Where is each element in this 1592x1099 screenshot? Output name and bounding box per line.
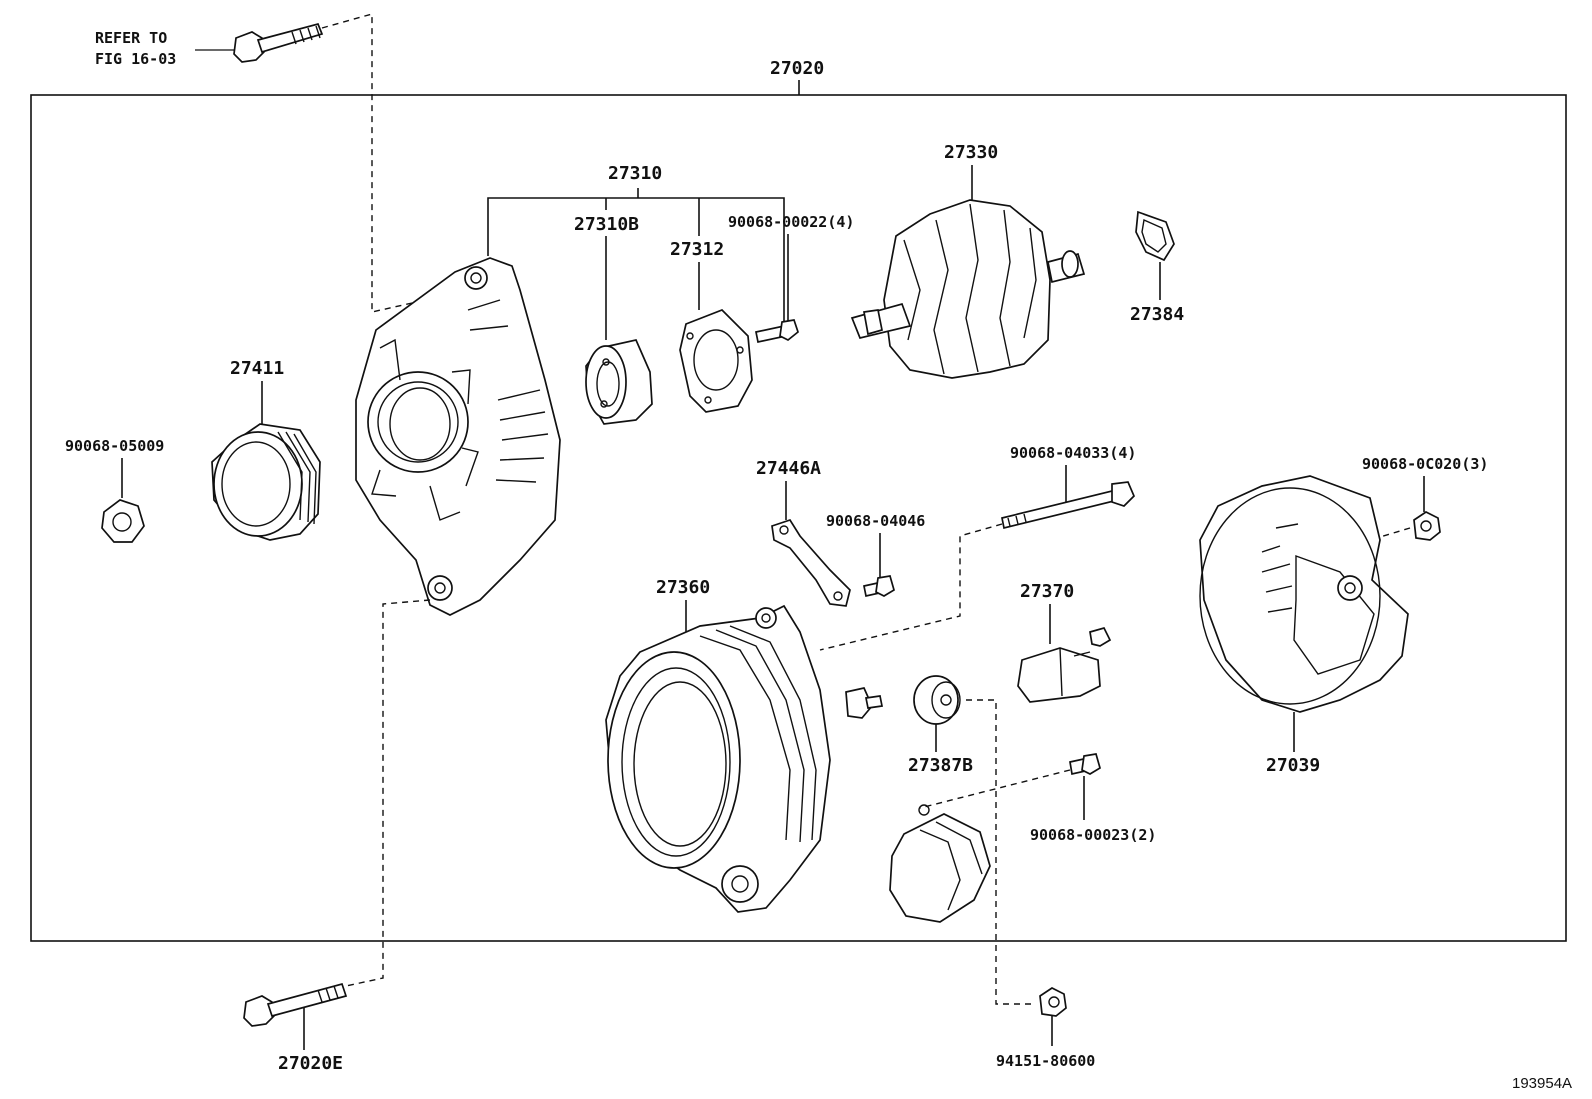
- terminal-nut-label[interactable]: 94151-80600: [996, 1052, 1095, 1070]
- rear-cover-icon[interactable]: [1199, 475, 1409, 713]
- rear-cover-label[interactable]: 27039: [1266, 755, 1320, 776]
- brush-holder-label[interactable]: 27370: [1020, 581, 1074, 602]
- regulator-screw-icon[interactable]: [1069, 753, 1101, 776]
- rear-cover-nut-icon[interactable]: [1413, 511, 1441, 541]
- regulator-screw-label[interactable]: 90068-00023(2): [1030, 826, 1156, 844]
- terminal-insulator-icon[interactable]: [913, 675, 961, 725]
- pulley-label[interactable]: 27411: [230, 358, 284, 379]
- screw-4-icon[interactable]: [755, 319, 799, 344]
- insulator-icon[interactable]: [1135, 210, 1175, 262]
- housing-group-bracket: [487, 197, 785, 322]
- top-mount-bolt-icon[interactable]: [233, 22, 324, 63]
- bracket-label[interactable]: 27446A: [756, 458, 821, 479]
- regulator-icon[interactable]: [889, 804, 991, 923]
- housing-sub-label[interactable]: 27310B: [574, 214, 639, 235]
- stator-label[interactable]: 27360: [656, 577, 710, 598]
- through-bolt-icon[interactable]: [1001, 481, 1136, 530]
- terminal-insulator-label[interactable]: 27387B: [908, 755, 973, 776]
- rear-cover-nut-label[interactable]: 90068-0C020(3): [1362, 455, 1488, 473]
- stator-icon[interactable]: [605, 604, 884, 913]
- drive-end-housing-icon[interactable]: [355, 257, 561, 616]
- bracket-screw-icon[interactable]: [863, 575, 895, 598]
- regulator-screw-dashed-path: [919, 769, 1071, 809]
- plate-label[interactable]: 27312: [670, 239, 724, 260]
- bracket-screw-label[interactable]: 90068-04046: [826, 512, 925, 530]
- housing-group-label[interactable]: 27310: [608, 163, 662, 184]
- pulley-nut-icon[interactable]: [101, 499, 145, 543]
- insulator-label[interactable]: 27384: [1130, 304, 1184, 325]
- terminal-nut-icon[interactable]: [1039, 987, 1067, 1017]
- screw-4-label[interactable]: 90068-00022(4): [728, 213, 854, 231]
- top-bolt-dashed-path: [321, 13, 471, 313]
- brush-holder-icon[interactable]: [1017, 626, 1112, 703]
- pulley-nut-label[interactable]: 90068-05009: [65, 437, 164, 455]
- rotor-icon[interactable]: [850, 199, 1086, 379]
- bearing-icon[interactable]: [585, 339, 653, 425]
- bracket-icon[interactable]: [771, 518, 851, 607]
- rotor-label[interactable]: 27330: [944, 142, 998, 163]
- terminal-dashed-path: [966, 699, 1036, 1005]
- bottom-mount-bolt-label[interactable]: 27020E: [278, 1053, 343, 1074]
- diagram-id: 193954A: [1512, 1075, 1572, 1092]
- bottom-mount-bolt-icon[interactable]: [243, 982, 348, 1027]
- retainer-plate-icon[interactable]: [679, 309, 753, 413]
- housing-bottom-dashed-path: [345, 599, 431, 987]
- assembly-label[interactable]: 27020: [770, 58, 824, 79]
- pulley-icon[interactable]: [211, 423, 321, 541]
- through-bolt-label[interactable]: 90068-04033(4): [1010, 444, 1136, 462]
- refer-note-line2: FIG 16-03: [95, 50, 176, 68]
- refer-note-line1: REFER TO: [95, 29, 167, 47]
